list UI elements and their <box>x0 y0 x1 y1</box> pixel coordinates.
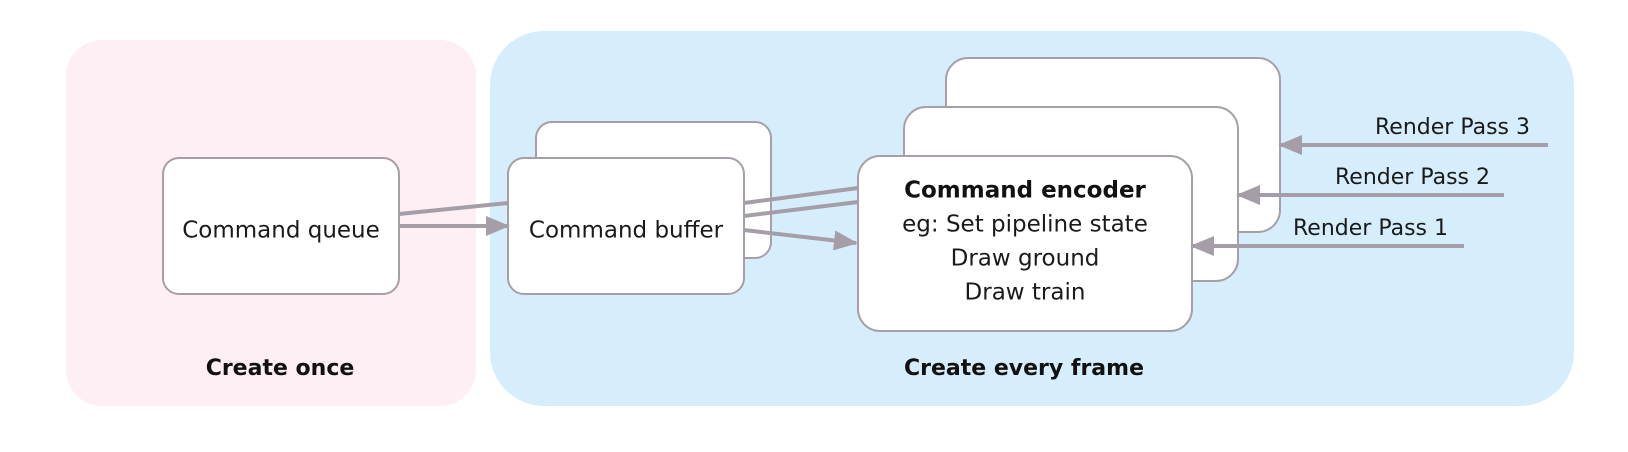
command-queue-label: Command queue <box>182 218 380 244</box>
buffer-to-encoder-arrow <box>743 228 858 251</box>
buffer-to-encoder-line-1 <box>743 186 859 205</box>
render-pass-1-label: Render Pass 1 <box>1293 216 1448 241</box>
create-every-frame-label: Create every frame <box>904 356 1144 381</box>
queue-to-buffer-line <box>398 201 509 216</box>
command-encoder-title: Command encoder <box>904 178 1146 204</box>
command-encoder-line-1: eg: Set pipeline state <box>902 212 1148 238</box>
buffer-to-encoder-line-2 <box>743 200 859 218</box>
create-once-label: Create once <box>206 356 355 381</box>
render-pass-3-label: Render Pass 3 <box>1375 115 1530 140</box>
render-pass-2-label: Render Pass 2 <box>1335 165 1490 190</box>
command-buffer-label: Command buffer <box>529 218 724 244</box>
command-encoder-line-2: Draw ground <box>951 246 1100 272</box>
command-encoder-line-3: Draw train <box>965 280 1086 306</box>
